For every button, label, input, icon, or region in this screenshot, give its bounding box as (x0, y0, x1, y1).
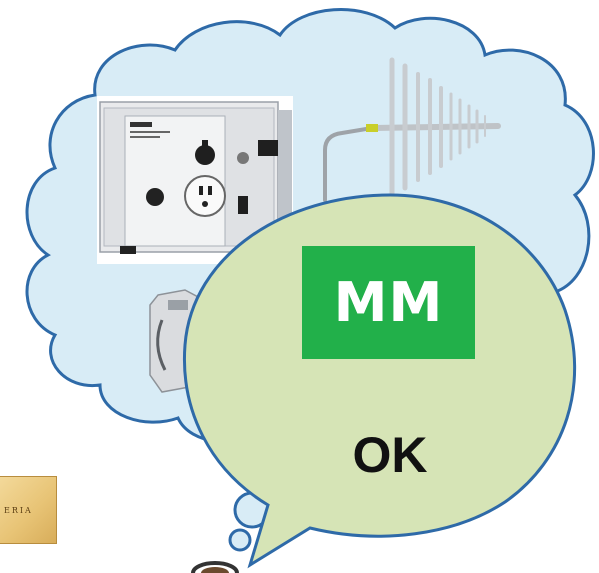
mm-badge-label: MM (334, 271, 443, 334)
ok-status-label: OK (320, 430, 460, 480)
bottom-partial-object (193, 563, 237, 573)
mm-badge: MM (302, 246, 475, 359)
thought-trail-bubble (230, 530, 250, 550)
corner-logo: ERIA (0, 476, 57, 544)
corner-logo-text: ERIA (0, 506, 33, 515)
